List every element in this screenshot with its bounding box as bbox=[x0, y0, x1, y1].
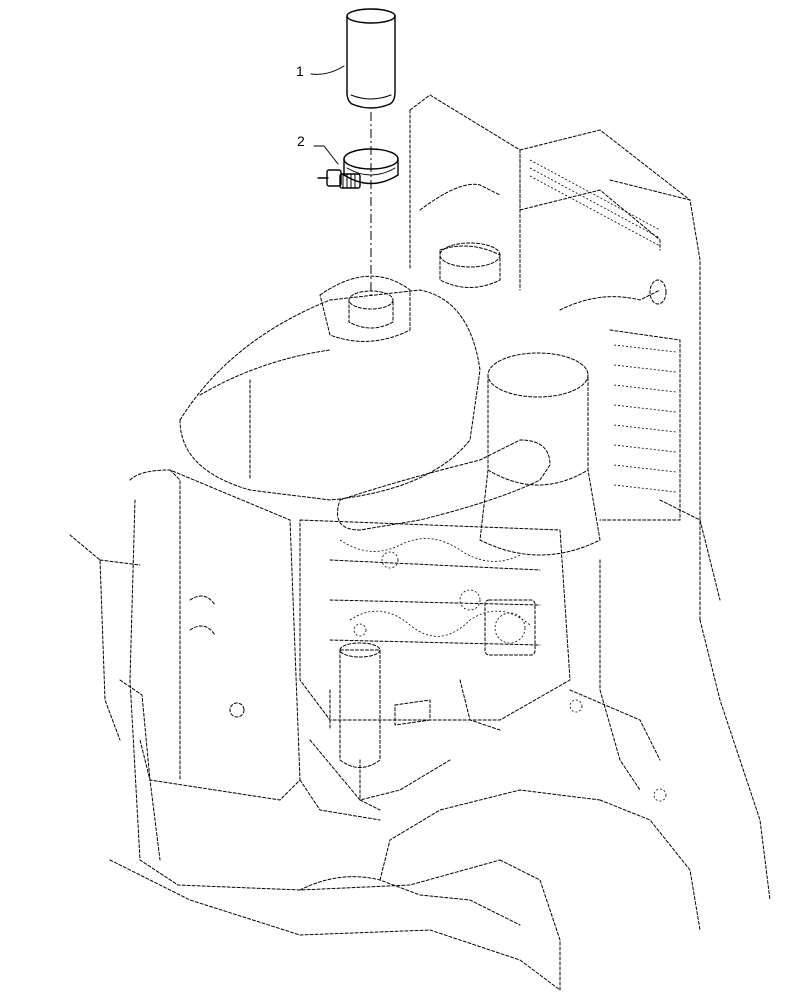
machine-phantom-outline bbox=[69, 94, 771, 991]
callout-2: 2 bbox=[297, 133, 305, 149]
exhaust-pipe-extension bbox=[346, 8, 396, 109]
callout-1: 1 bbox=[296, 63, 304, 79]
exhaust-clamp bbox=[317, 148, 399, 189]
leader-line-2 bbox=[313, 145, 339, 165]
leader-line-1 bbox=[310, 65, 345, 75]
